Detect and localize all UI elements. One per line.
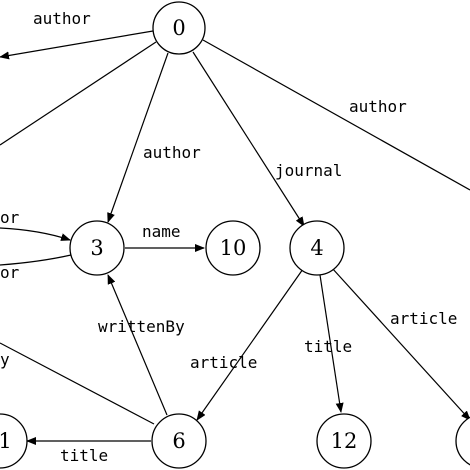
edge-left-to-6 (0, 342, 155, 425)
node-10-label: 10 (220, 236, 247, 260)
node-0: 0 (152, 1, 206, 55)
edge-0-to-3-author (107, 52, 169, 223)
node-6: 6 (151, 413, 207, 469)
node-12-label: 12 (331, 429, 358, 453)
edge-label-author-right: author (349, 97, 407, 116)
edge-4-to-right-article (331, 267, 470, 421)
edge-left-to-3-upper (0, 227, 71, 241)
edge-label-y-left: y (0, 350, 10, 369)
node-3-label: 3 (90, 236, 103, 260)
node-right-partial (455, 416, 470, 466)
edge-label-or-lower: or (0, 263, 20, 282)
node-12: 12 (316, 413, 372, 469)
edge-4-to-6-article (196, 268, 304, 421)
edge-label-article-4-right: article (390, 309, 457, 328)
edge-0-to-right-author (202, 39, 470, 191)
node-0-label: 0 (172, 16, 185, 40)
node-1: 1 (0, 413, 28, 469)
edge-label-writtenby-6-3: writtenBy (98, 317, 185, 336)
edge-label-author-0-3: author (143, 143, 201, 162)
edge-label-title-4-12: title (304, 337, 352, 356)
edge-0-to-4-journal (192, 51, 305, 227)
edge-0-to-left-author (0, 30, 154, 60)
node-10: 10 (205, 220, 261, 276)
edge-label-title-6-1: title (60, 446, 108, 465)
edge-label-article-4-6: article (190, 353, 257, 372)
edge-label-author-top: author (33, 9, 91, 28)
edge-4-to-12-title (319, 274, 344, 413)
node-4: 4 (289, 220, 345, 276)
edge-label-journal-0-4: journal (275, 161, 342, 180)
node-3: 3 (69, 220, 125, 276)
node-1-label: 1 (0, 429, 12, 453)
edge-6-to-3-writtenby (107, 274, 168, 416)
edge-3-to-left-lower (0, 254, 72, 266)
edge-label-name-3-10: name (142, 222, 181, 241)
node-6-label: 6 (172, 429, 185, 453)
edge-label-or-upper: or (0, 208, 20, 227)
edge-0-to-left-lower (0, 41, 157, 146)
node-4-label: 4 (310, 236, 323, 260)
